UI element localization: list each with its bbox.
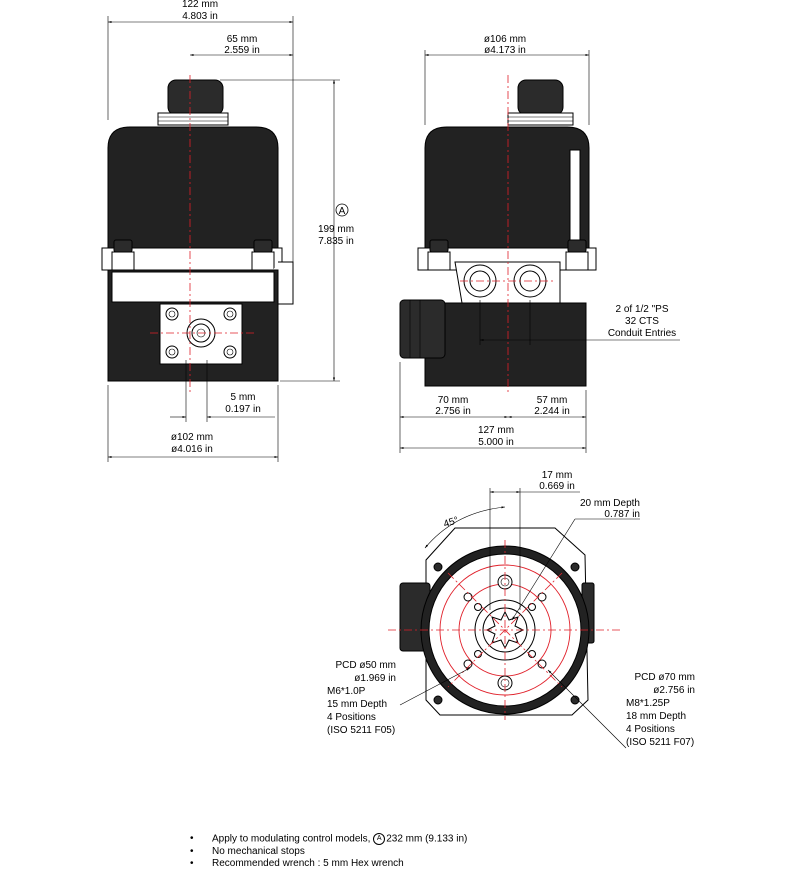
base-diameter-in: ø4.016 in xyxy=(171,444,213,455)
note-2-text: No mechanical stops xyxy=(212,845,305,857)
note-1-text: Apply to modulating control models, xyxy=(212,833,374,845)
note-item: No mechanical stops xyxy=(190,846,467,858)
pcd70-line-3: M8*1.25P xyxy=(626,698,670,709)
side-lower-body xyxy=(424,302,587,387)
side-cover xyxy=(424,126,590,249)
right-offset-mm: 57 mm xyxy=(537,395,568,406)
front-view xyxy=(101,16,340,462)
front-cover xyxy=(107,126,279,249)
right-offset-in: 2.244 in xyxy=(534,406,570,417)
front-cap-base xyxy=(157,112,229,126)
pcd50-line-6: (ISO 5211 F05) xyxy=(327,725,395,736)
offset-width-mm: 65 mm xyxy=(227,34,258,45)
pcd50-line-4: 15 mm Depth xyxy=(327,699,387,710)
front-cap xyxy=(167,79,224,116)
overall-depth-mm: 127 mm xyxy=(478,425,514,436)
drive-size-mm: 17 mm xyxy=(542,470,573,481)
conduit-line-1: 2 of 1/2 "PS xyxy=(615,304,668,315)
left-offset-mm: 70 mm xyxy=(438,395,469,406)
pcd50-line-2: ø1.969 in xyxy=(354,673,396,684)
notes-list: Apply to modulating control models, A232… xyxy=(190,833,467,870)
overall-depth-in: 5.000 in xyxy=(478,437,514,448)
conduit-line-3: Conduit Entries xyxy=(608,328,676,339)
overall-width-in: 4.803 in xyxy=(182,11,218,22)
conduit-line-2: 32 CTS xyxy=(625,316,659,327)
note-3-text: Recommended wrench : 5 mm Hex wrench xyxy=(212,857,404,869)
shaft-offset-in: 0.197 in xyxy=(225,404,261,415)
note-item: Apply to modulating control models, A232… xyxy=(190,833,467,846)
pcd50-line-1: PCD ø50 mm xyxy=(335,660,396,671)
offset-width-in: 2.559 in xyxy=(224,45,260,56)
note-1-marker: A xyxy=(373,833,386,845)
pcd70-line-4: 18 mm Depth xyxy=(626,711,686,722)
pcd70-line-2: ø2.756 in xyxy=(653,685,695,696)
height-marker-circle xyxy=(335,203,349,217)
pcd70-line-6: (ISO 5211 F07) xyxy=(626,737,694,748)
angle-label: 45° xyxy=(442,515,460,530)
height-in: 7.835 in xyxy=(318,236,354,247)
side-cap xyxy=(517,79,564,116)
note-1-value: 232 mm (9.133 in) xyxy=(386,833,468,845)
drive-size-in: 0.669 in xyxy=(539,481,575,492)
body-diameter-mm: ø106 mm xyxy=(484,34,526,45)
shaft-offset-mm: 5 mm xyxy=(231,392,256,403)
height-mm: 199 mm xyxy=(318,224,354,235)
bottom-view xyxy=(388,488,640,749)
base-diameter-mm: ø102 mm xyxy=(171,432,213,443)
overall-width-mm: 122 mm xyxy=(182,0,218,10)
side-gland xyxy=(399,299,446,359)
body-diameter-in: ø4.173 in xyxy=(484,45,526,56)
height-marker: A xyxy=(339,206,346,217)
pcd70-line-1: PCD ø70 mm xyxy=(634,672,695,683)
left-offset-in: 2.756 in xyxy=(435,406,471,417)
side-view xyxy=(399,50,680,453)
drive-depth-mm: 20 mm Depth xyxy=(580,498,640,509)
pcd50-line-5: 4 Positions xyxy=(327,712,376,723)
drive-depth-in: 0.787 in xyxy=(604,509,640,520)
pcd50-line-3: M6*1.0P xyxy=(327,686,366,697)
pcd70-line-5: 4 Positions xyxy=(626,724,675,735)
note-item: Recommended wrench : 5 mm Hex wrench xyxy=(190,858,467,870)
